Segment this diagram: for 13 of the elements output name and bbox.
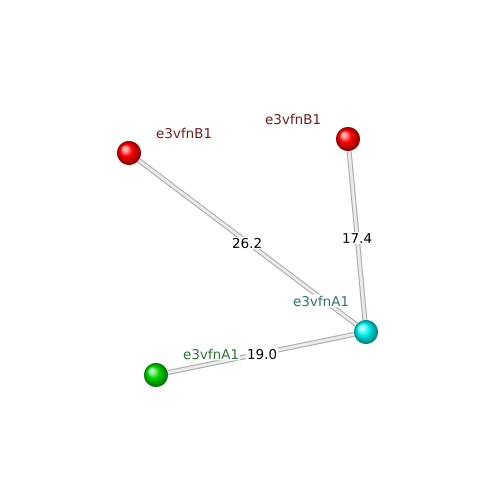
node-label: e3vfnA1 <box>182 348 240 360</box>
connector <box>346 150 368 320</box>
edge-label: 19.0 <box>246 348 278 360</box>
node-label: e3vfnB1 <box>154 126 214 140</box>
sphere <box>336 127 360 151</box>
edge-label: 17.4 <box>340 232 374 244</box>
sphere <box>117 141 141 165</box>
sphere <box>354 320 378 344</box>
node-label: e3vfnB1 <box>264 112 322 126</box>
sphere <box>144 363 168 387</box>
connector <box>137 158 358 327</box>
edge-label: 26.2 <box>230 236 264 250</box>
node-label: e3vfnA1 <box>292 294 350 308</box>
